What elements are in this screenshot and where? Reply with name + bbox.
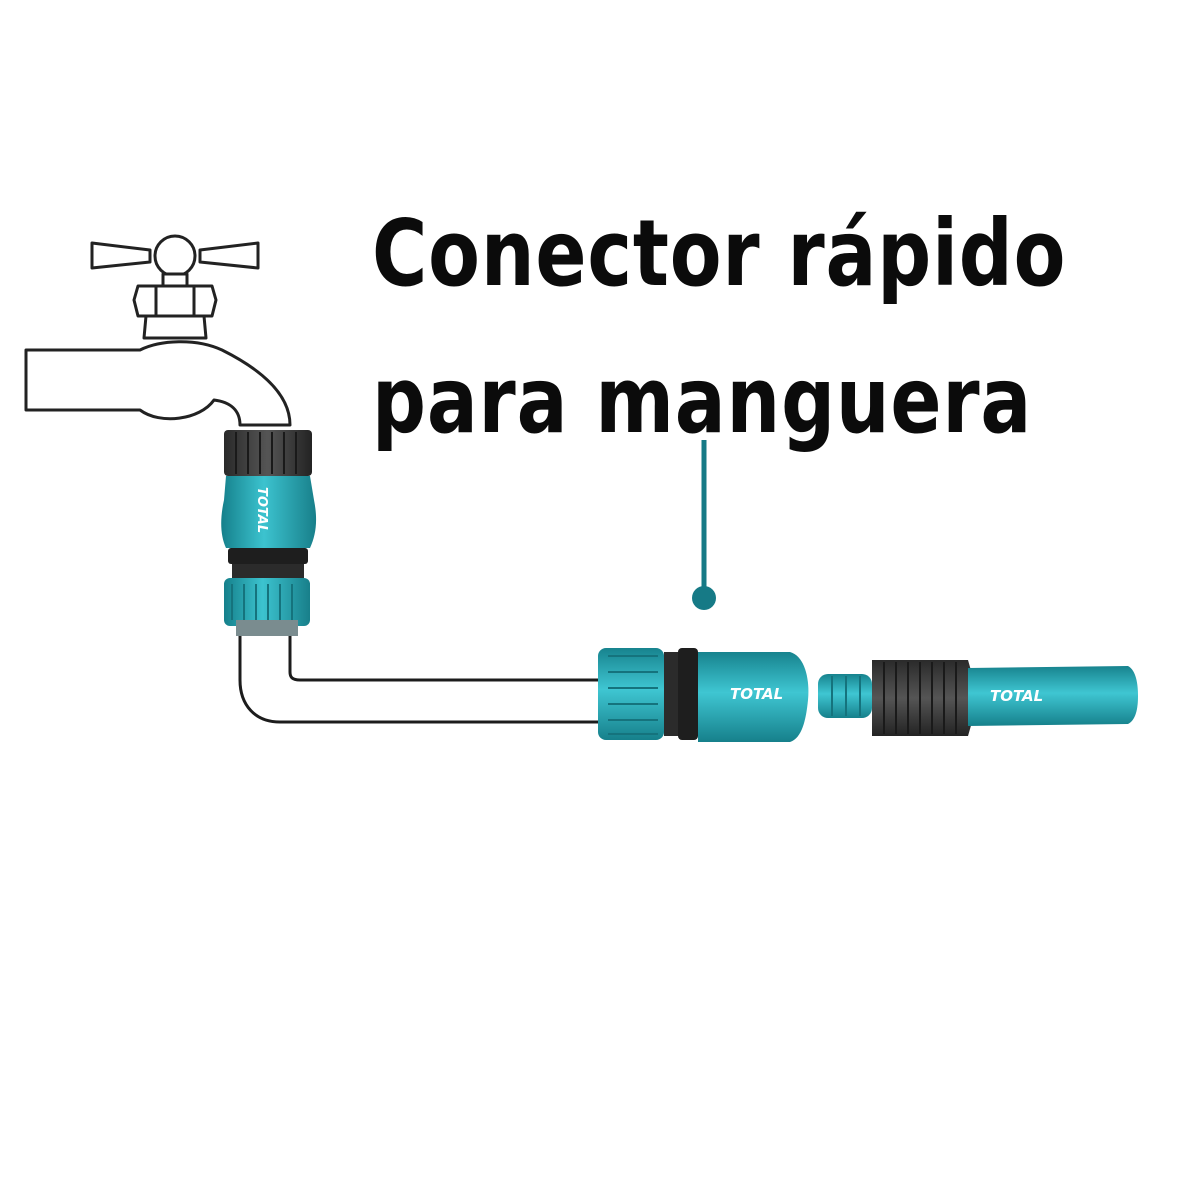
faucet-connector: TOTAL (221, 430, 317, 636)
brand-logo: TOTAL (730, 685, 783, 703)
faucet-icon (24, 234, 292, 427)
spray-nozzle: TOTAL (818, 660, 1138, 736)
brand-logo: TOTAL (254, 487, 269, 533)
hose-connector: TOTAL (598, 648, 809, 742)
title-line-2: para manguera (372, 347, 1033, 454)
callout-pointer (692, 440, 716, 610)
title-line-1: Conector rápido (372, 200, 1067, 307)
brand-logo: TOTAL (990, 687, 1043, 705)
hose (238, 636, 608, 724)
